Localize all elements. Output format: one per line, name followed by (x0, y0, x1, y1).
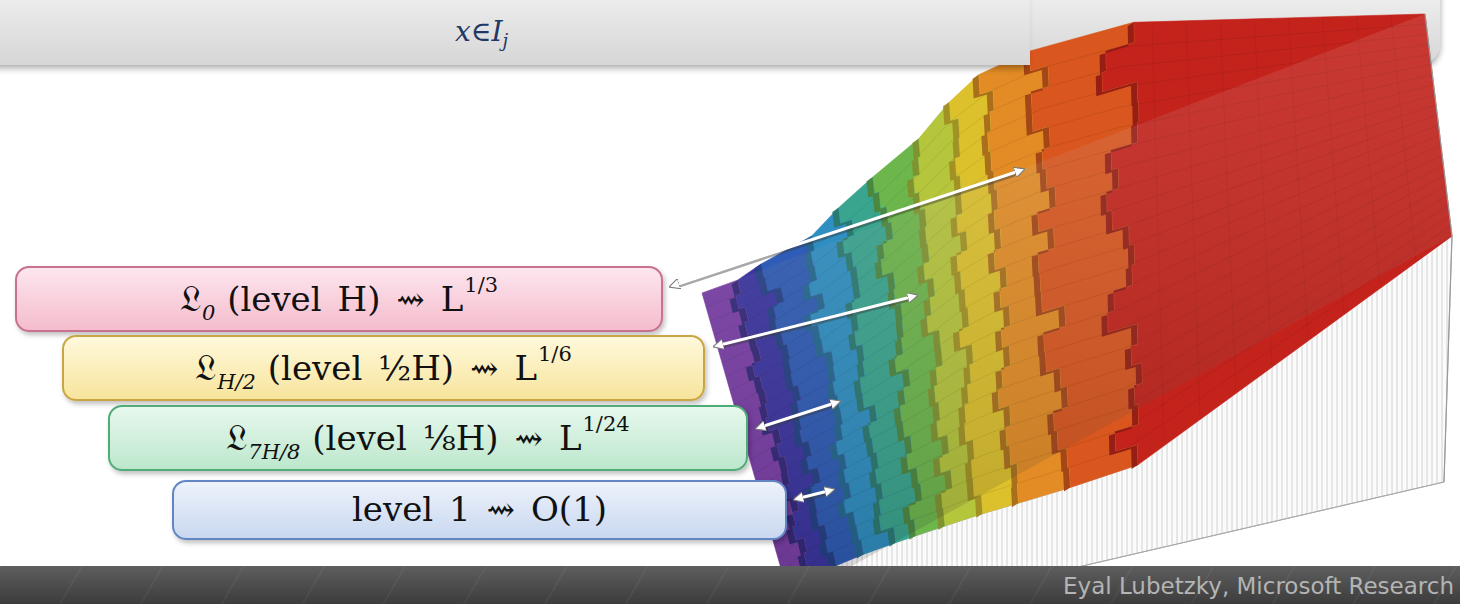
level-set-subscript: 7H/8 (248, 440, 300, 464)
watermark-text: Eyal Lubetzky, Microsoft Research (1063, 573, 1454, 599)
footer-band: Eyal Lubetzky, Microsoft Research (0, 566, 1460, 604)
level-set-subscript: 0 (202, 301, 215, 325)
formula-text: x∈I (455, 15, 503, 48)
level-box: 𝔏0 (level H) ⇝ L1/3 (15, 266, 663, 332)
formula-subscript: j (503, 30, 509, 51)
level-set-subscript: H/2 (217, 370, 256, 394)
level-set-symbol: 𝔏 (195, 347, 216, 388)
text-line: x∈Ij (455, 16, 508, 52)
formula-panel: x∈Ij (0, 0, 1030, 65)
level-text: (level ⅛H) ⇝ L (312, 418, 581, 458)
column-line (1442, 200, 1443, 604)
text-line: 𝔏0 (level H) ⇝ L1/3 (180, 273, 498, 324)
text-line: Eyal Lubetzky, Microsoft Research (1063, 573, 1454, 599)
level-box: level 1 ⇝ O(1) (172, 480, 787, 540)
leader-arrow (672, 170, 1022, 286)
text-line: 𝔏H/2 (level ½H) ⇝ L1/6 (195, 342, 572, 393)
exponent-text: 1/24 (582, 412, 629, 436)
exponent-text: 1/6 (538, 342, 572, 366)
exponent-text: 1/3 (464, 273, 498, 297)
leader-arrow (716, 296, 915, 346)
level-bands (702, 14, 1452, 600)
surface-shading (702, 14, 1452, 600)
column-line (1432, 200, 1433, 604)
column-line (1427, 200, 1428, 604)
column-line (1422, 200, 1423, 604)
block-edge (1425, 14, 1452, 482)
column-line (1437, 200, 1438, 604)
level-text: (level H) ⇝ L (227, 279, 463, 319)
level-text: level 1 ⇝ O(1) (352, 489, 607, 529)
level-set-symbol: 𝔏 (226, 417, 247, 458)
leader-arrow (796, 490, 832, 499)
level-box: 𝔏7H/8 (level ⅛H) ⇝ L1/24 (108, 405, 748, 471)
text-line: 𝔏7H/8 (level ⅛H) ⇝ L1/24 (226, 412, 629, 463)
leader-arrow (758, 402, 838, 428)
level-box: 𝔏H/2 (level ½H) ⇝ L1/6 (62, 335, 705, 401)
level-set-symbol: 𝔏 (180, 278, 201, 319)
level-text: (level ½H) ⇝ L (268, 348, 537, 388)
text-line: level 1 ⇝ O(1) (352, 490, 607, 529)
